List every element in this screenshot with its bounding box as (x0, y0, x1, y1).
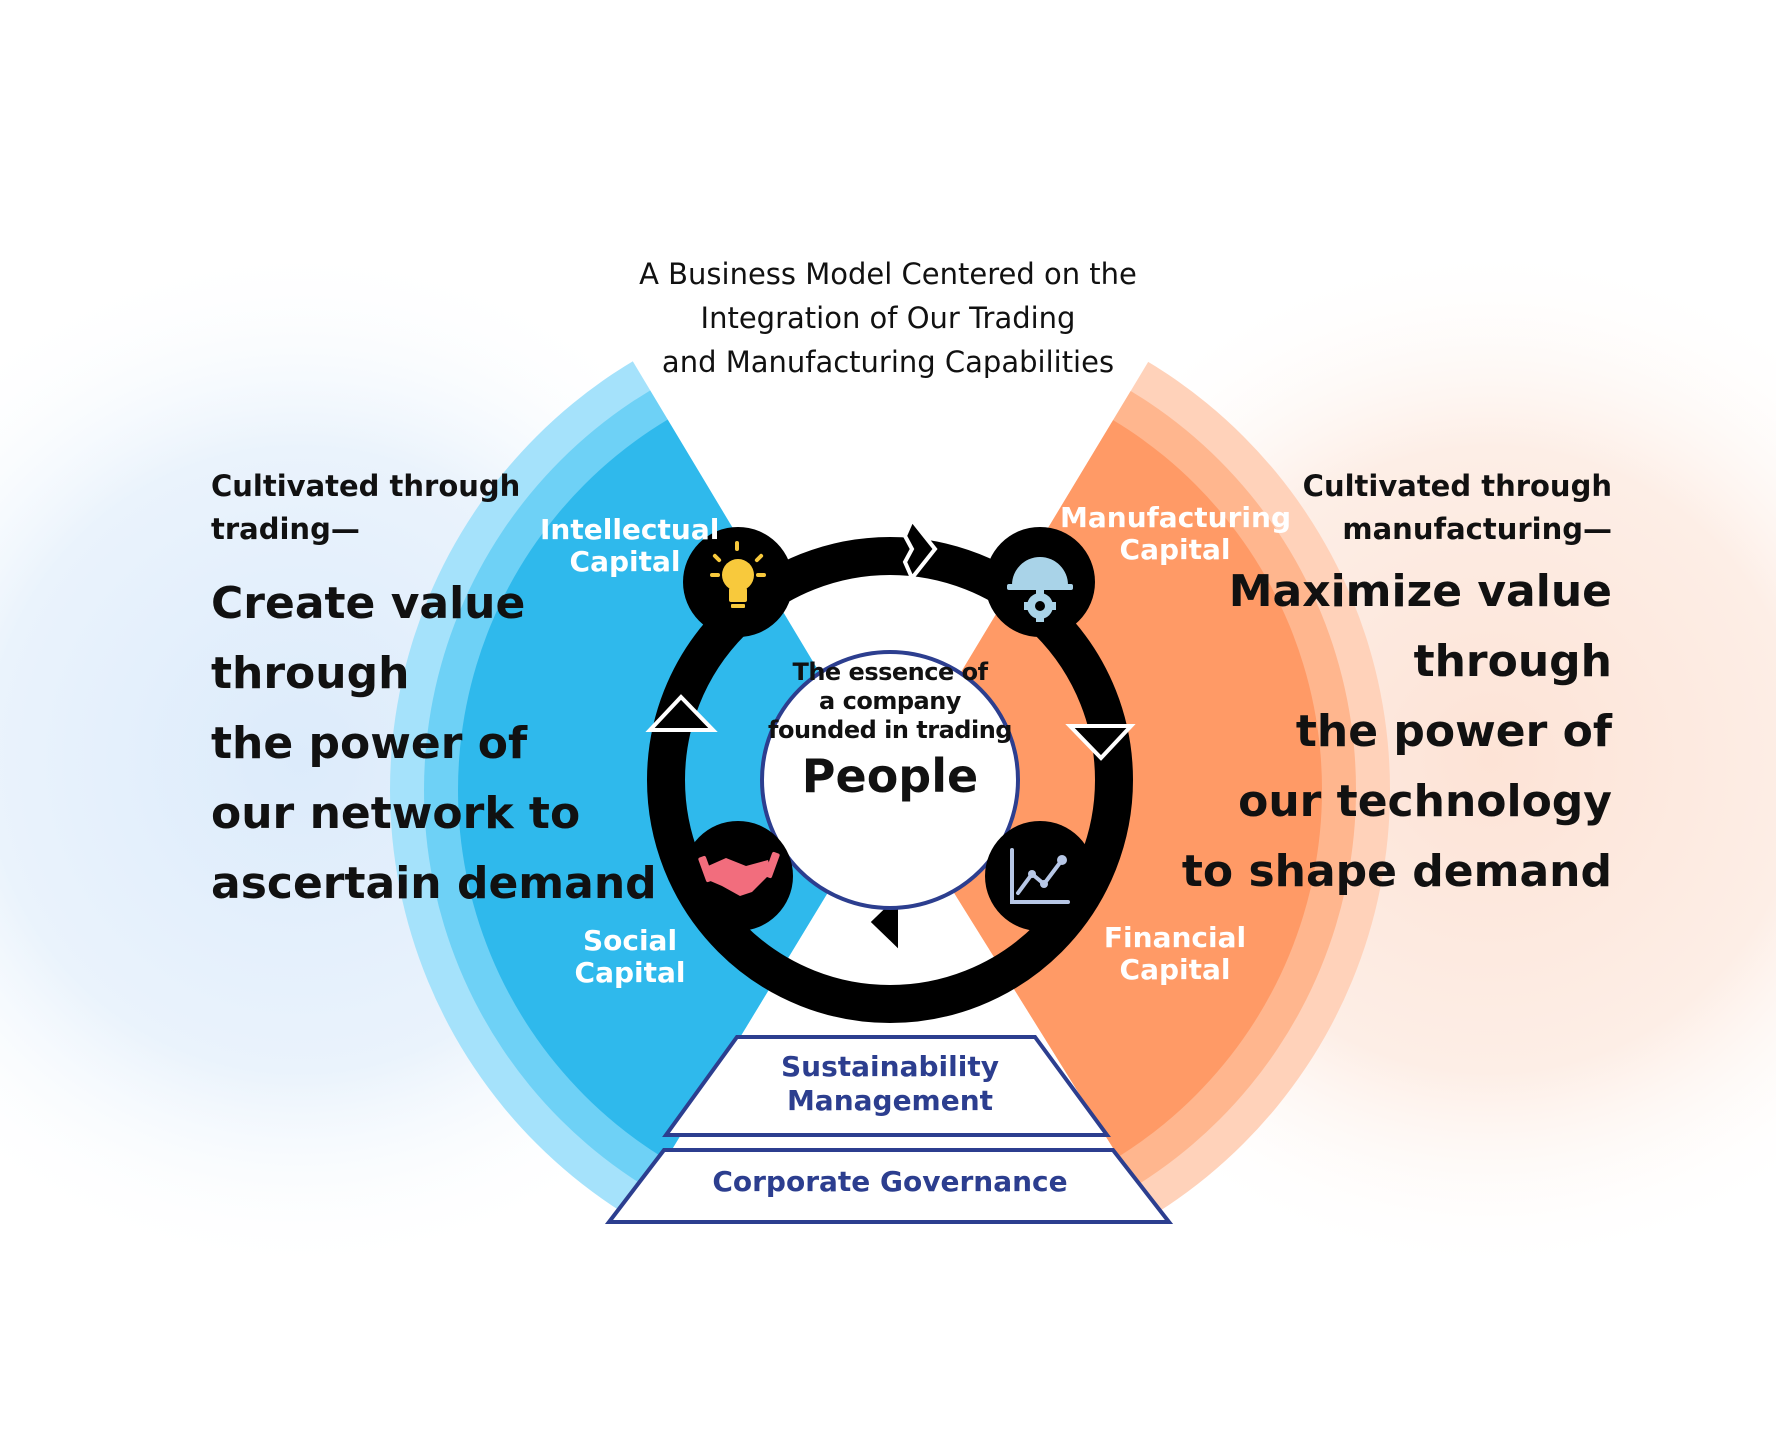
top-white-cut (560, 240, 1220, 790)
hardhat-gear-icon (985, 527, 1095, 637)
right-headline: Maximize value through the power of our … (1181, 557, 1613, 907)
arrow-left (645, 694, 718, 732)
center-circle (760, 650, 1020, 910)
intellectual-capital-line-1: Intellectual (540, 513, 720, 546)
financial-capital-label: Financial Capital (1090, 922, 1260, 986)
title-line-1: A Business Model Centered on the (639, 257, 1137, 291)
arrow-right (1065, 724, 1136, 761)
right-headline-line-1: Maximize value (1228, 566, 1612, 617)
title-line-3: and Manufacturing Capabilities (661, 345, 1115, 379)
right-headline-line-4: our technology (1181, 767, 1613, 837)
line-chart-icon (985, 821, 1095, 931)
social-capital-line-2: Capital (574, 956, 686, 989)
social-capital-label: Social Capital (555, 925, 705, 989)
manufacturing-capital-line-1: Manufacturing (1060, 501, 1291, 534)
sustainability-management-label: Sustainability Management (690, 1050, 1090, 1118)
essence-line-3: founded in trading (768, 716, 1012, 744)
diagram-title: A Business Model Centered on the Integra… (0, 252, 1776, 384)
left-headline-line-1: Create value (211, 578, 526, 629)
left-headline-line-4: our network to (211, 779, 657, 849)
left-headline-line-2: through (211, 648, 410, 699)
corporate-governance-label: Corporate Governance (712, 1165, 1068, 1198)
sustainability-line-1: Sustainability (781, 1050, 999, 1083)
handshake-icon (683, 821, 793, 931)
right-orange-wedge (890, 290, 1390, 1290)
sustainability-trapezoid (662, 1035, 1111, 1137)
right-cultivated-line-1: Cultivated through (1302, 469, 1612, 503)
left-headline: Create value through the power of our ne… (211, 569, 657, 919)
left-blue-wedge (390, 290, 890, 1290)
essence-line-2: a company (819, 687, 961, 715)
right-headline-line-2: through (1413, 636, 1612, 687)
intellectual-capital-label: Intellectual Capital (540, 513, 720, 578)
essence-line-1: The essence of (792, 658, 988, 686)
right-headline-line-3: the power of (1181, 697, 1613, 767)
manufacturing-capital-line-2: Capital (1119, 533, 1231, 566)
left-cultivated-line-2: trading— (211, 512, 360, 546)
governance-trapezoid (604, 1148, 1174, 1224)
right-headline-line-5: to shape demand (1181, 846, 1612, 897)
right-cultivated-line-2: manufacturing— (1342, 512, 1612, 546)
financial-capital-line-1: Financial (1103, 921, 1247, 954)
left-headline-line-3: the power of (211, 709, 657, 779)
title-line-2: Integration of Our Trading (700, 301, 1076, 335)
financial-capital-line-2: Capital (1119, 953, 1231, 986)
social-capital-line-1: Social (582, 924, 678, 957)
left-headline-line-5: ascertain demand (211, 858, 657, 909)
manufacturing-capital-label: Manufacturing Capital (1060, 501, 1291, 566)
left-cultivated-line-1: Cultivated through (211, 469, 521, 503)
sustainability-line-2: Management (786, 1084, 994, 1117)
center-people-label: People (801, 749, 979, 803)
right-cultivated-label: Cultivated through manufacturing— (1303, 465, 1612, 551)
left-cultivated-label: Cultivated through trading— (211, 465, 520, 551)
center-essence-text: The essence of a company founded in trad… (760, 658, 1020, 745)
intellectual-capital-line-2: Capital (569, 545, 681, 578)
arrow-top (902, 516, 938, 582)
lightbulb-icon (683, 527, 793, 637)
